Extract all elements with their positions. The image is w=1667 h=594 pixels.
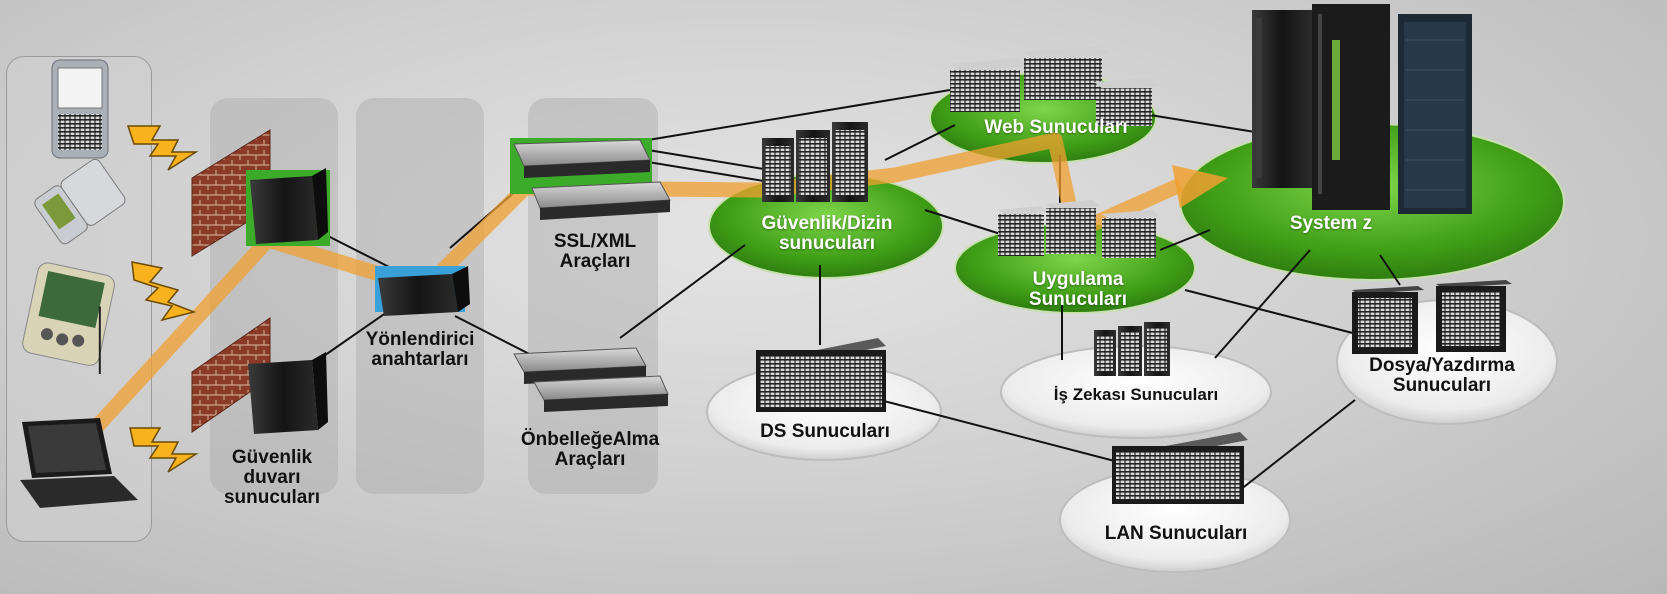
lightning-icon bbox=[126, 125, 199, 171]
bi-servers-label: İş Zekası Sunucuları bbox=[1053, 385, 1219, 404]
ssl-xml-label: SSL/XML Araçları bbox=[553, 231, 637, 272]
router-switches-label: Yönlendirici anahtarları bbox=[365, 329, 475, 370]
rack-server-icon bbox=[950, 46, 1160, 126]
rack-server-icon bbox=[756, 338, 886, 412]
system-z-label: System z bbox=[1289, 213, 1373, 234]
mainframe-icon bbox=[1252, 4, 1472, 214]
server-tower-icon bbox=[250, 168, 328, 244]
firewall-servers-label: Güvenlik duvarı sunucuları bbox=[223, 447, 321, 508]
smartphone-icon bbox=[51, 59, 109, 159]
file-print-servers-label: Dosya/Yazdırma Sunucuları bbox=[1369, 355, 1515, 396]
server-tower-icon bbox=[762, 122, 868, 202]
security-directory-label: Güvenlik/Dizin sunucuları bbox=[761, 213, 893, 254]
rack-server-icon bbox=[998, 200, 1160, 258]
flow-arrowhead-right bbox=[1172, 165, 1228, 208]
flip-phone-icon bbox=[34, 158, 126, 245]
server-tower-icon bbox=[1094, 322, 1170, 376]
lightning-icon bbox=[131, 261, 197, 322]
lightning-icon bbox=[129, 427, 199, 473]
rack-server-icon bbox=[1112, 432, 1248, 504]
app-servers-label: Uygulama Sunucuları bbox=[1028, 269, 1128, 310]
ds-servers-label: DS Sunucuları bbox=[760, 421, 890, 442]
server-tower-icon bbox=[248, 352, 328, 434]
server-tower-icon bbox=[1352, 280, 1512, 354]
laptop-icon bbox=[20, 418, 138, 508]
rack-server-icon bbox=[513, 347, 669, 412]
caching-appliances-label: ÖnbelleğeAlma Araçları bbox=[520, 429, 660, 470]
connection-lines bbox=[317, 89, 1401, 491]
pda-icon bbox=[22, 262, 115, 374]
router-switch-icon bbox=[378, 266, 470, 316]
web-servers-label: Web Sunucuları bbox=[984, 117, 1128, 138]
rack-server-icon bbox=[513, 139, 671, 220]
lan-servers-label: LAN Sunucuları bbox=[1104, 523, 1248, 544]
